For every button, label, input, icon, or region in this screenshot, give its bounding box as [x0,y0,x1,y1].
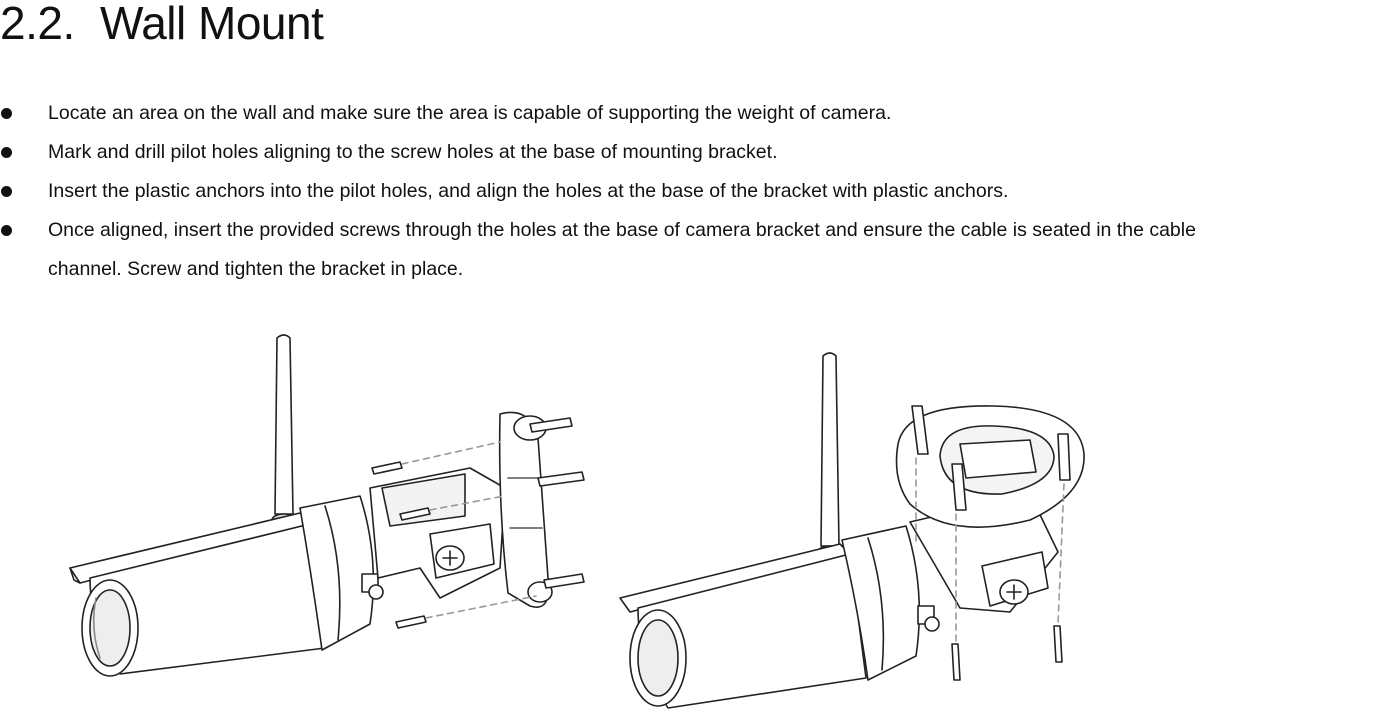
instruction-list: Locate an area on the wall and make sure… [0,94,1385,289]
wall-anchor-icon [911,405,1071,511]
screw-icon [951,625,1063,681]
list-item-text: Insert the plastic anchors into the pilo… [48,180,1009,202]
antenna-icon [271,334,297,527]
list-item-text: Mark and drill pilot holes aligning to t… [48,141,778,163]
camera-wall-mount-side-view-illustration [60,328,600,677]
bullet-icon [1,225,12,236]
section-heading: 2.2. Wall Mount [0,0,324,50]
antenna-icon [817,352,843,559]
camera-wall-mount-bottom-view-illustration [610,344,1100,709]
list-item: Mark and drill pilot holes aligning to t… [0,133,1385,172]
section-number: 2.2. [0,0,75,49]
list-item-text: Locate an area on the wall and make sure… [48,102,892,124]
list-item: Once aligned, insert the provided screws… [0,211,1385,289]
screw-icon [371,461,431,629]
list-item-text-continuation: channel. Screw and tighten the bracket i… [48,258,464,280]
list-item: Locate an area on the wall and make sure… [0,94,1385,133]
bullet-icon [1,108,12,119]
list-item: Insert the plastic anchors into the pilo… [0,172,1385,211]
bullet-icon [1,186,12,197]
list-item-text: Once aligned, insert the provided screws… [48,219,1196,241]
section-title: Wall Mount [100,0,324,49]
wall-anchor-icon [529,417,585,589]
bullet-icon [1,147,12,158]
